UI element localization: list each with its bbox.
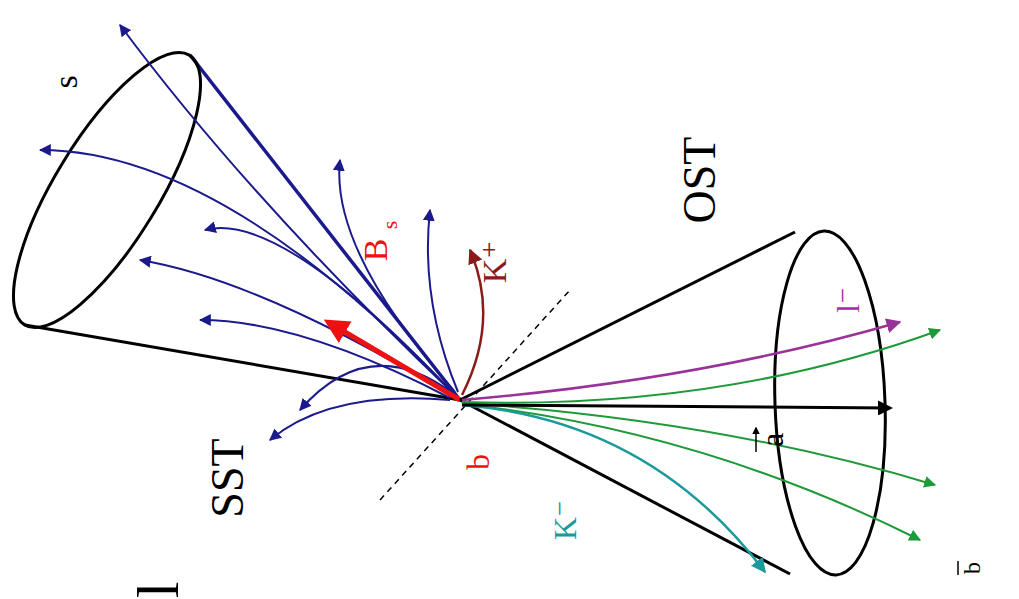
- quark-label: b: [960, 562, 984, 574]
- track: [40, 150, 452, 392]
- bar-accent: [957, 561, 959, 575]
- axis-vector: [462, 405, 890, 408]
- sst-cone: [0, 28, 460, 400]
- tagger-name: OST: [677, 137, 723, 224]
- track: [428, 210, 458, 392]
- lepton-track: [462, 322, 900, 400]
- bs-direction: [190, 55, 460, 400]
- hemisphere-divider: [380, 290, 570, 500]
- cropped-text: s: [49, 75, 83, 88]
- track: [339, 160, 455, 392]
- track: [270, 398, 450, 440]
- cone-rim: [769, 229, 891, 577]
- sst-tracks: [40, 25, 458, 440]
- cone-rim: [0, 28, 234, 352]
- track: [205, 228, 452, 392]
- track: [300, 366, 455, 410]
- track: [120, 25, 455, 395]
- particle-label: B: [359, 239, 393, 262]
- cone-edge: [460, 232, 795, 400]
- cropped-text: l: [128, 582, 188, 599]
- particle-label: K⁺: [478, 241, 512, 284]
- cone-edge: [460, 400, 790, 574]
- track: [462, 330, 940, 403]
- tagger-name: SST: [205, 438, 251, 517]
- particle-label: l⁻: [832, 287, 864, 313]
- vector-label: a: [756, 433, 788, 447]
- particle-label: K⁻: [549, 500, 581, 540]
- bs-flight-arrow: [328, 322, 460, 400]
- kminus-track: [462, 405, 765, 572]
- track: [462, 404, 920, 540]
- quark-label: b: [462, 454, 494, 470]
- particle-subscript: s: [379, 221, 401, 230]
